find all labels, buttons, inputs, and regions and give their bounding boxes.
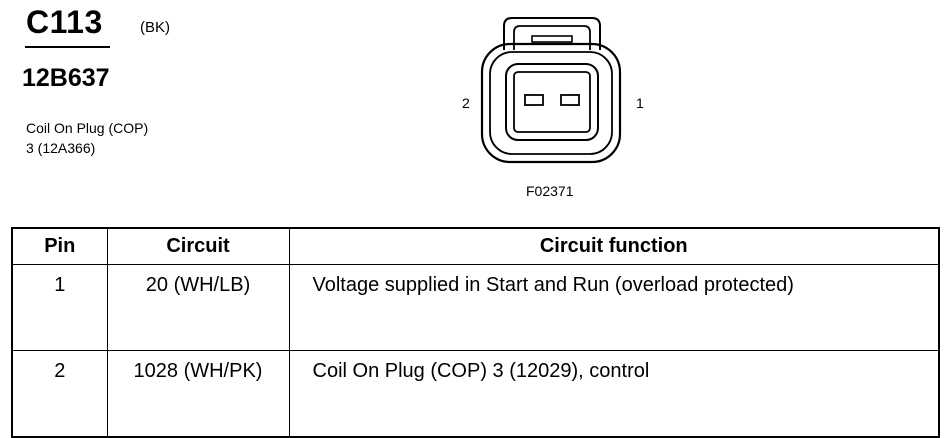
description-line-2: 3 (12A366) — [26, 140, 96, 156]
header-pin: Pin — [11, 227, 108, 265]
header-circuit-function: Circuit function — [288, 227, 940, 265]
cell-circuit: 1028 (WH/PK) — [106, 350, 290, 438]
cell-pin: 1 — [11, 264, 108, 351]
figure-id: F02371 — [526, 183, 574, 199]
part-number: 12B637 — [22, 64, 110, 92]
cell-function: Coil On Plug (COP) 3 (12029), control — [288, 350, 940, 438]
connector-color: (BK) — [140, 19, 170, 36]
table-header-row: Pin Circuit Circuit function — [11, 227, 940, 265]
pin-1-slot — [560, 94, 580, 106]
table-row: 1 20 (WH/LB) Voltage supplied in Start a… — [11, 264, 940, 351]
pinout-table: Pin Circuit Circuit function 1 20 (WH/LB… — [11, 227, 940, 438]
header-circuit: Circuit — [106, 227, 290, 265]
connector-face-icon — [480, 17, 622, 164]
connector-description: Coil On Plug (COP) 3 (12A366) — [26, 118, 148, 158]
cell-pin: 2 — [11, 350, 108, 438]
pin-label-left: 2 — [462, 95, 470, 111]
description-line-1: Coil On Plug (COP) — [26, 120, 149, 136]
connector-id: C113 — [26, 4, 103, 40]
pin-2-slot — [524, 94, 544, 106]
cell-function: Voltage supplied in Start and Run (overl… — [288, 264, 940, 351]
pin-label-right: 1 — [636, 95, 644, 111]
table-row: 2 1028 (WH/PK) Coil On Plug (COP) 3 (120… — [11, 350, 940, 438]
cell-circuit: 20 (WH/LB) — [106, 264, 290, 351]
connector-id-underline — [25, 46, 110, 48]
